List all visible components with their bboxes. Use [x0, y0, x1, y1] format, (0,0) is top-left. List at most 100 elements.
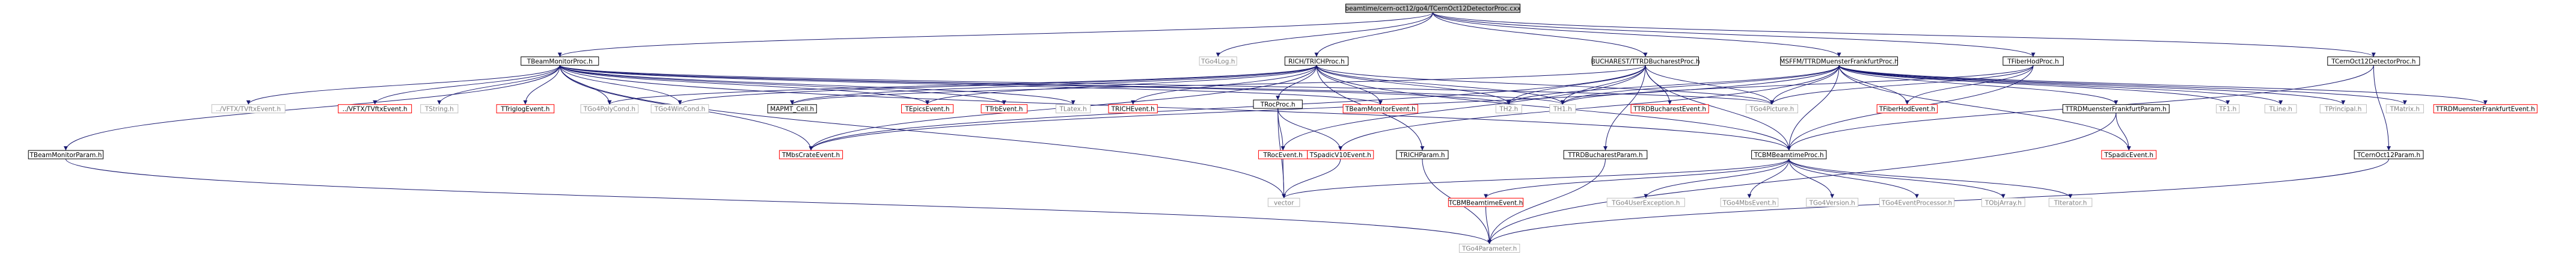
node-box [2264, 104, 2297, 114]
node-label: TCBMBeamtimeProc.h [1754, 152, 1824, 159]
node-label: BUCHAREST/TTRDBucharestProc.h [1591, 58, 1699, 65]
node-root[interactable]: beamtime/cern-oct12/go4/TCernOct12Detect… [1345, 4, 1521, 13]
node-label: TFiberHodEvent.h [1879, 106, 1935, 113]
node-tstring: TString.h [420, 104, 459, 114]
node-trocevent[interactable]: TRocEvent.h [1258, 150, 1308, 159]
node-label: TObjArray.h [1984, 199, 2022, 206]
node-box [2385, 104, 2424, 114]
node-ttrdbucharestparam[interactable]: TTRDBucharestParam.h [1563, 150, 1648, 159]
dependency-edge [2373, 65, 2391, 150]
node-mapmtcell[interactable]: MAPMT_Cell.h [767, 104, 817, 114]
node-label: TTrbEvent.h [985, 106, 1023, 113]
node-label: TBeamMonitorProc.h [527, 58, 593, 65]
dependency-edge [1747, 158, 1790, 199]
dependency-edge [1560, 65, 1840, 105]
node-tcernoct12detproc[interactable]: TCernOct12DetectorProc.h [2327, 56, 2420, 66]
node-tbeammonitorparam[interactable]: TBeamMonitorParam.h [28, 150, 104, 159]
node-box [2062, 104, 2170, 114]
node-msfftrdproc[interactable]: MSFFM/TTRDMuensterFrankfurtProc.h [1779, 56, 1898, 66]
dependency-edge [558, 12, 1434, 57]
node-tcbmbeamtimeproc[interactable]: TCBMBeamtimeProc.h [1751, 150, 1827, 159]
node-tfiberhodproc[interactable]: TFiberHodProc.h [2002, 56, 2064, 66]
node-ttrdmfparam[interactable]: TTRDMuensterFrankfurtParam.h [2062, 104, 2170, 114]
node-box [2048, 197, 2093, 207]
dependency-edge [1282, 158, 1286, 199]
node-tfiberhodevent[interactable]: TFiberHodEvent.h [1876, 104, 1938, 114]
node-box [496, 104, 555, 114]
node-ttriglogevent[interactable]: TTriglogEvent.h [496, 104, 555, 114]
node-box [28, 150, 104, 159]
dependency-edge [1560, 65, 2034, 105]
dependency-edge [1507, 65, 1646, 105]
node-ttrdbucharestevent[interactable]: TTRDBucharestEvent.h [1630, 104, 1709, 114]
node-box [650, 104, 709, 114]
node-trichevent[interactable]: TRICHEvent.h [1108, 104, 1158, 114]
dependency-edge [1433, 12, 1648, 57]
node-box [1345, 4, 1521, 13]
dependency-edge [1316, 65, 1774, 105]
node-tepicsevent[interactable]: TEpicsEvent.h [901, 104, 954, 114]
dependency-edge [1788, 158, 1919, 199]
node-tcernoct12param[interactable]: TCernOct12Param.h [2354, 150, 2424, 159]
node-label: TGo4UserException.h [1611, 199, 1680, 206]
dependency-edge [523, 65, 560, 105]
dependency-edge [559, 65, 1791, 151]
node-th1: TH1.h [1549, 104, 1576, 114]
dependency-edge [790, 65, 1646, 105]
node-tspadicevent[interactable]: TSpadicEvent.h [2101, 150, 2157, 159]
dependency-edge [2116, 113, 2131, 150]
dependency-edge [64, 65, 560, 150]
dependency-edge [1838, 65, 2230, 105]
node-buchtrdproc[interactable]: BUCHAREST/TTRDBucharestProc.h [1591, 56, 1700, 66]
node-tf1: TF1.h [2216, 104, 2240, 114]
node-tgo4wincond: TGo4WinCond.h [650, 104, 709, 114]
dependency-edge [1645, 65, 1791, 150]
node-tprincipal: TPrincipal.h [2319, 104, 2367, 114]
node-box [1448, 197, 1524, 207]
node-box [580, 104, 639, 114]
node-richtrichproc[interactable]: RICH/TRICHProc.h [1284, 56, 1349, 66]
node-tspadicv10event[interactable]: TSpadicV10Event.h [1307, 150, 1374, 159]
node-vftxtvftxevent1: ../VFTX/TVftxEvent.h [211, 104, 286, 114]
node-box [1630, 104, 1709, 114]
dependency-edge [1280, 65, 1646, 150]
node-label: TH1.h [1553, 106, 1572, 113]
node-label: TGo4Picture.h [1749, 106, 1794, 113]
dependency-edge [1485, 206, 1492, 244]
node-label: TSpadicEvent.h [2103, 152, 2153, 159]
dependency-edge [246, 65, 560, 105]
node-tgo4mbsevent: TGo4MbsEvent.h [1720, 197, 1779, 207]
node-vftxtvftxevent2[interactable]: ../VFTX/TVftxEvent.h [338, 104, 412, 114]
node-tmbscrateevent[interactable]: TMbsCrateEvent.h [779, 150, 843, 159]
node-box [1606, 197, 1685, 207]
node-tcbmbeamtimeevent[interactable]: TCBMBeamtimeEvent.h [1448, 197, 1524, 207]
dependency-edge [1644, 158, 1790, 199]
node-tbeammonitorevent[interactable]: TBeamMonitorEvent.h [1342, 104, 1418, 114]
dependency-edge [607, 65, 1317, 105]
node-box [2354, 150, 2424, 159]
dependency-edge [1788, 158, 2005, 199]
node-tgo4polycond: TGo4PolyCond.h [580, 104, 639, 114]
node-label: TRICHEvent.h [1111, 106, 1155, 113]
node-ttrdmfevent[interactable]: TTRDMuensterFrankfurtEvent.h [2433, 104, 2538, 114]
node-trocproc[interactable]: TRocProc.h [1253, 99, 1303, 109]
dependency-edge [1276, 65, 1317, 101]
node-tbeammonitorproc[interactable]: TBeamMonitorProc.h [521, 56, 599, 66]
node-label: TLine.h [2269, 106, 2292, 113]
dependency-edge [678, 65, 1317, 105]
node-box [1284, 56, 1349, 66]
node-box [1307, 150, 1374, 159]
node-box [420, 104, 459, 114]
node-trichparam[interactable]: TRICHParam.h [1396, 150, 1449, 159]
dependency-edge [1645, 65, 1672, 105]
dependency-edge [373, 65, 560, 105]
node-ttrbevent[interactable]: TTrbEvent.h [981, 104, 1028, 114]
node-label: TTriglogEvent.h [500, 106, 549, 113]
node-box [211, 104, 286, 114]
node-box [1267, 197, 1300, 207]
node-label: TMbsCrateEvent.h [782, 152, 840, 159]
node-box [1720, 197, 1779, 207]
node-th2: TH2.h [1495, 104, 1522, 114]
node-label: TGo4Parameter.h [1461, 246, 1517, 253]
